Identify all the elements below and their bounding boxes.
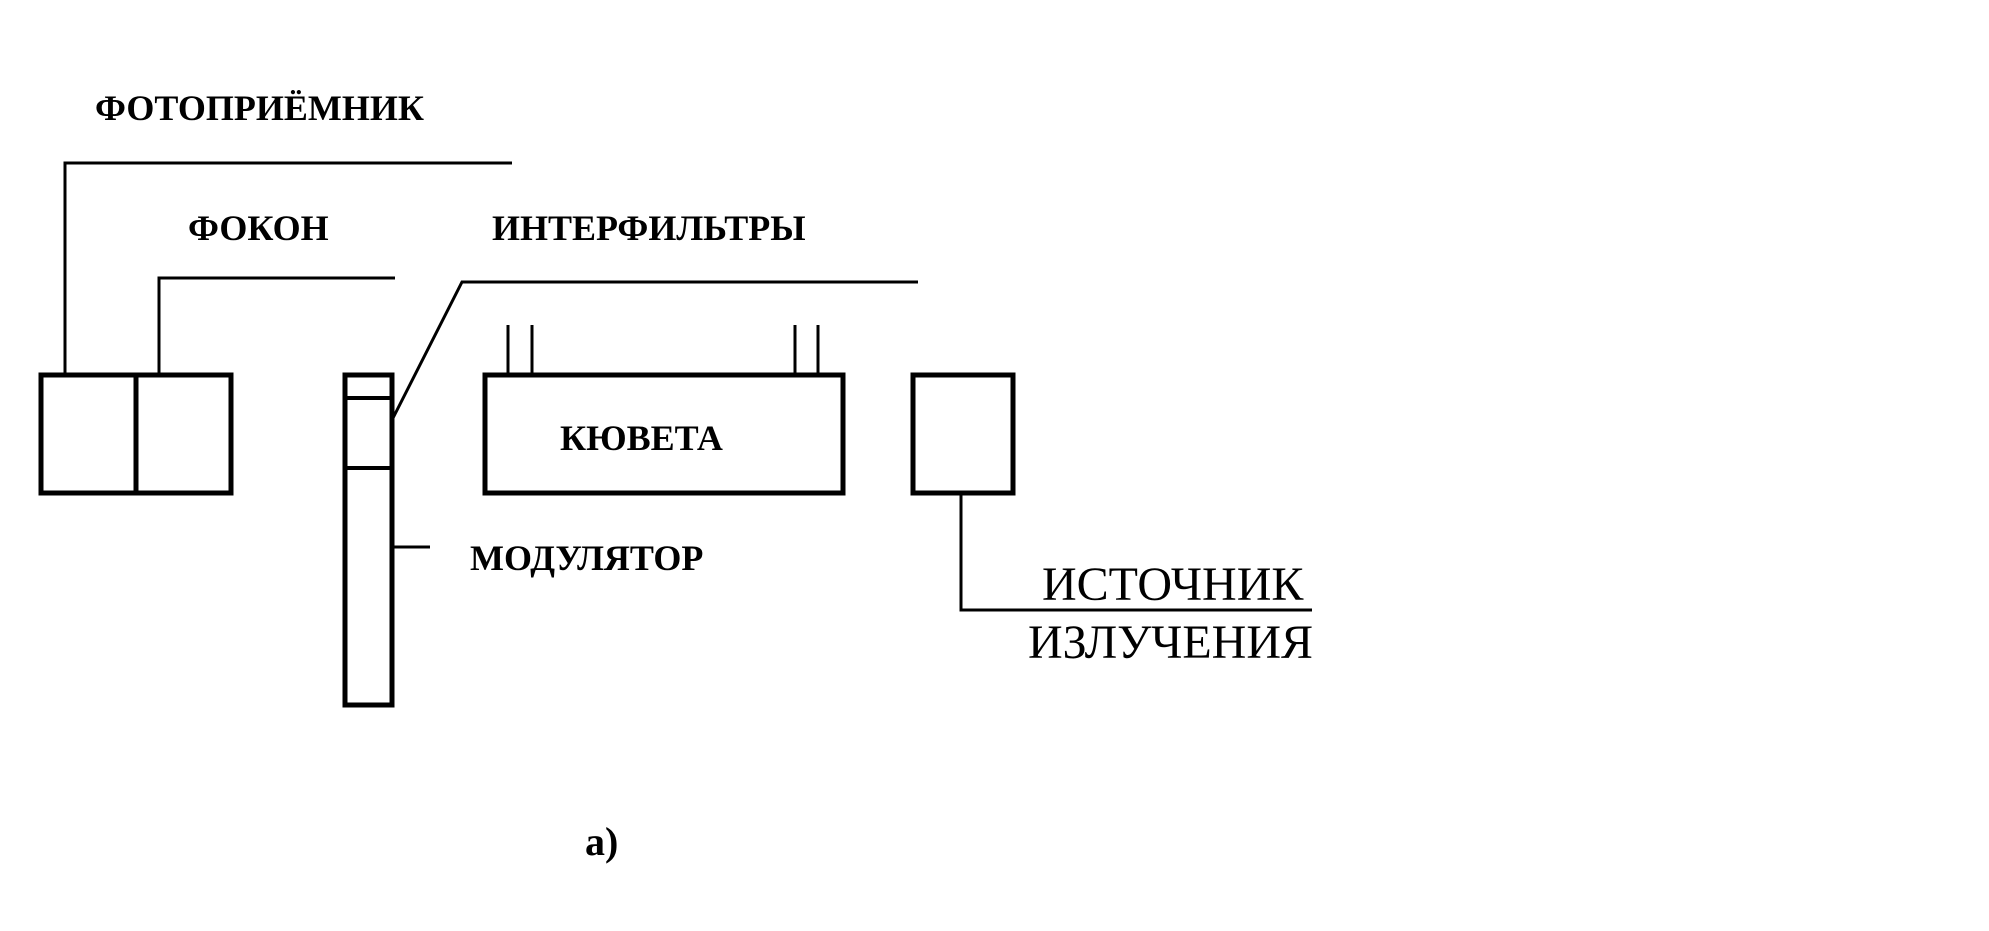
focon-box [133, 372, 234, 496]
focon-label: ФОКОН [188, 208, 329, 248]
modulator-label: МОДУЛЯТОР [470, 538, 703, 578]
figure-caption: а) [585, 819, 618, 864]
cuvette-box [482, 372, 846, 496]
focon-leader-line [157, 276, 395, 375]
radiation-source-leader-line [959, 493, 1312, 612]
photodetector-label: ФОТОПРИЁМНИК [95, 88, 424, 128]
radiation-source-label-line1: ИСТОЧНИК [1042, 558, 1304, 611]
radiation-source-label-line2: ИЗЛУЧЕНИЯ [1028, 616, 1313, 669]
photodetector-leader-line [63, 161, 512, 375]
photodetector-box [38, 372, 139, 496]
interference-filters-leader-line [390, 280, 918, 421]
radiation-source-box [910, 372, 1016, 496]
interference-filters-label: ИНТЕРФИЛЬТРЫ [492, 208, 806, 248]
cuvette-label: КЮВЕТА [560, 418, 723, 458]
modulator-strip [342, 372, 395, 708]
